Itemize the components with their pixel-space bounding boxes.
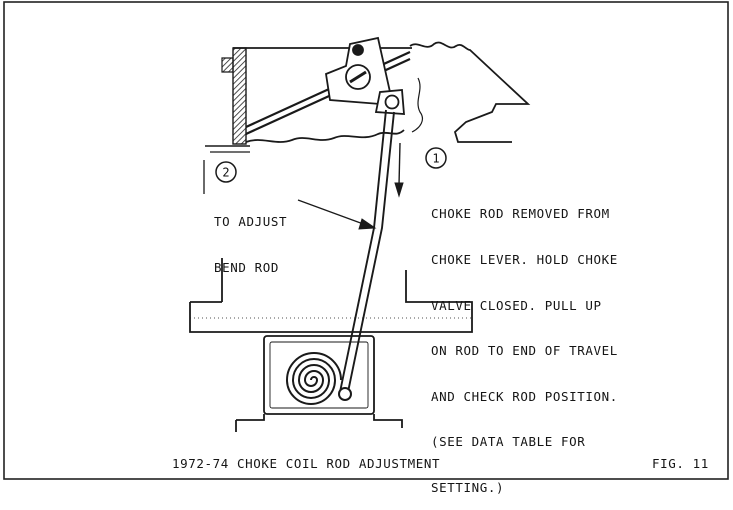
choke-rod — [339, 109, 395, 393]
figure-caption-title: 1972-74 CHOKE COIL ROD ADJUSTMENT — [172, 456, 441, 471]
callout-2-line: TO ADJUST — [214, 214, 288, 230]
rod-coil-connection — [338, 387, 352, 401]
callout-2-text: TO ADJUST BEND ROD — [214, 184, 287, 290]
callout-1-line: (SEE DATA TABLE FOR — [431, 434, 586, 450]
callout-1-circle: 1 — [425, 147, 447, 169]
callout-1-line: ON ROD TO END OF TRAVEL — [431, 343, 618, 359]
figure-number: FIG. 11 — [652, 456, 709, 471]
callout-2-line: BEND ROD — [214, 260, 280, 276]
callout-1-line: CHOKE ROD REMOVED FROM — [431, 206, 610, 222]
callout-1-number: 1 — [432, 152, 439, 166]
choke-lever — [325, 36, 405, 115]
pull-direction-arrow — [394, 142, 404, 198]
callout-1-line: VALVE CLOSED. PULL UP — [431, 297, 602, 313]
choke-rod-diagram: 1 2 — [3, 1, 729, 480]
callout-1-line: AND CHECK ROD POSITION. — [431, 388, 618, 404]
callout-1-text: CHOKE ROD REMOVED FROM CHOKE LEVER. HOLD… — [431, 176, 618, 510]
callout-2-circle: 2 — [215, 161, 237, 183]
carburetor-housing — [205, 41, 531, 153]
figure-border — [3, 1, 729, 480]
thermostatic-coil — [285, 352, 342, 405]
callout-1-line: SETTING.) — [431, 480, 505, 496]
bend-rod-leader — [297, 199, 377, 230]
coil-housing — [235, 335, 403, 432]
callout-2-number: 2 — [222, 166, 229, 180]
hatched-wall — [232, 47, 247, 145]
callout-1-line: CHOKE LEVER. HOLD CHOKE — [431, 252, 618, 268]
choke-housing-base — [189, 258, 473, 333]
